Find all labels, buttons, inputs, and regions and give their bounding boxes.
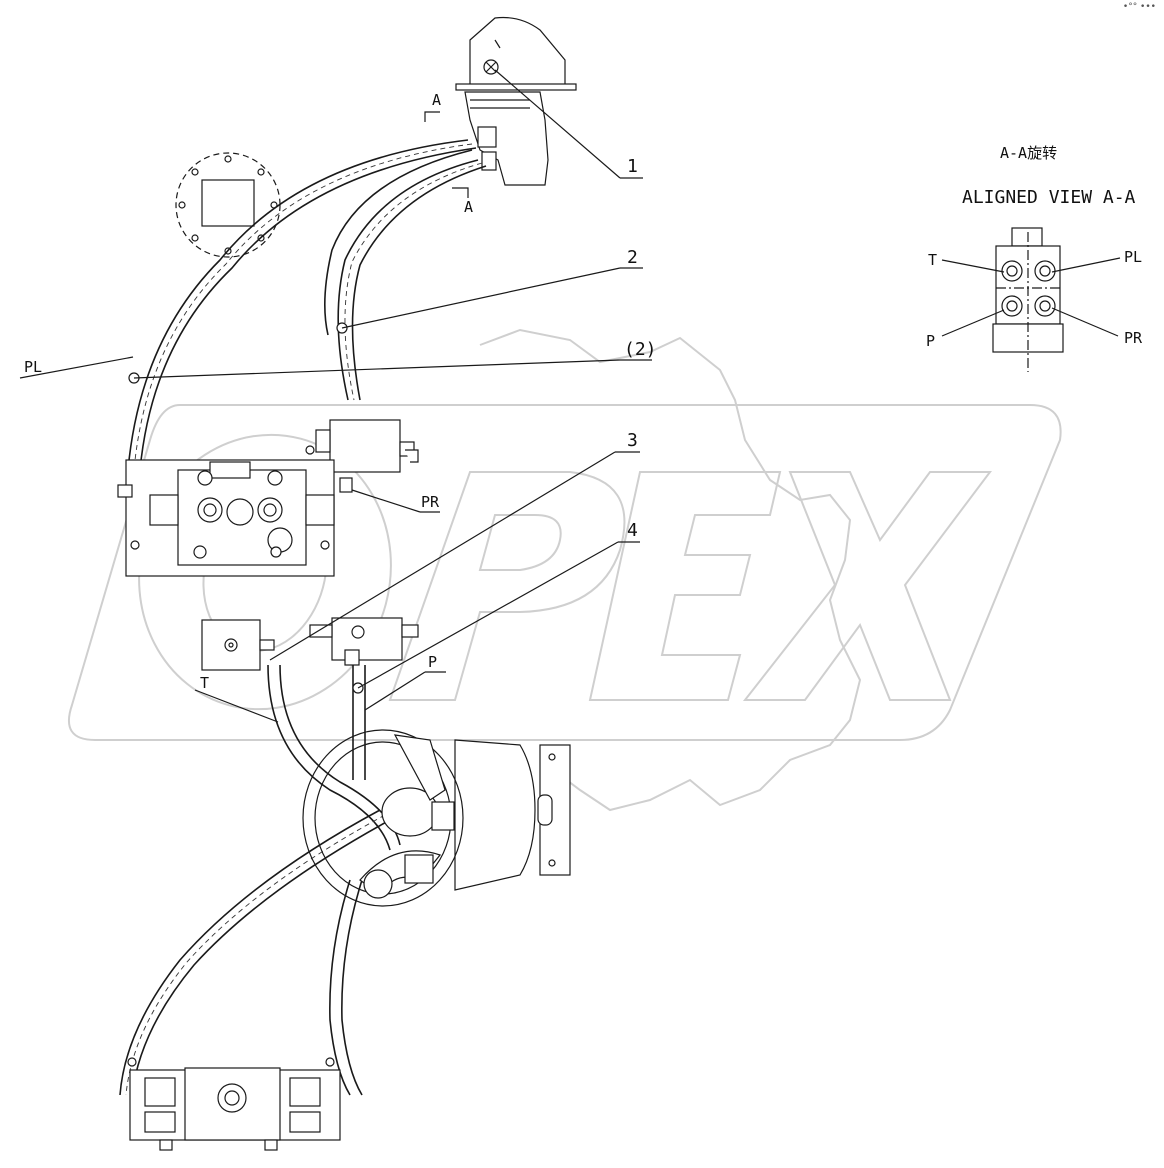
watermark-gear — [479, 328, 862, 812]
watermark-frame — [67, 404, 1062, 741]
callout-2: 2 — [336, 247, 643, 334]
steering-cylinder-assembly — [455, 16, 577, 186]
svg-text:4: 4 — [627, 520, 638, 541]
aligned-port-pl: PL — [1051, 248, 1142, 273]
steering-wheel — [302, 729, 464, 907]
svg-text:A: A — [432, 91, 441, 109]
callout-2b: (2) — [128, 339, 657, 384]
svg-text:PR: PR — [1124, 329, 1143, 347]
svg-text:3: 3 — [627, 430, 638, 451]
hose-pl — [127, 139, 477, 471]
relief-block — [201, 619, 275, 671]
svg-text:T: T — [200, 674, 209, 692]
callout-3: 3 — [269, 430, 640, 661]
aligned-view-title-en: ALIGNED VIEW A-A — [962, 187, 1136, 208]
section-marker-top: A — [424, 91, 441, 122]
callout-1: 1 — [494, 69, 643, 179]
hose-t — [267, 664, 401, 851]
aligned-port-t: T — [928, 251, 1005, 273]
aligned-port-p: P — [926, 309, 1005, 350]
flow-valve — [309, 617, 419, 666]
svg-text:1: 1 — [627, 156, 638, 177]
aligned-port-pr: PR — [1051, 307, 1143, 347]
svg-text:A: A — [464, 198, 473, 216]
steering-unit — [454, 739, 571, 891]
svg-text:2: 2 — [627, 247, 638, 268]
label-pl: PL — [19, 356, 134, 379]
svg-text:PR: PR — [421, 493, 440, 511]
watermark-letter-x — [742, 471, 993, 701]
tank-flange — [175, 152, 281, 258]
label-t: T — [194, 674, 279, 723]
main-control-valve — [117, 459, 353, 577]
label-pr: PR — [351, 489, 440, 513]
svg-text:PL: PL — [1124, 248, 1142, 266]
aligned-view: A-A旋转 ALIGNED VIEW A-A T PL P PR — [926, 144, 1143, 372]
aligned-view-title-cn: A-A旋转 — [1000, 144, 1057, 162]
priority-valve-top — [305, 419, 419, 473]
svg-text:P: P — [428, 653, 437, 671]
hose-lower-left — [119, 809, 391, 1096]
watermark-letter-p — [388, 471, 626, 701]
callout-4: 4 — [352, 520, 640, 694]
label-p: P — [364, 653, 446, 711]
hose-upper-right — [324, 149, 487, 401]
watermark-letter-e — [588, 471, 782, 701]
section-marker-bottom: A — [452, 187, 473, 216]
svg-text:P: P — [926, 332, 935, 350]
svg-text:(2): (2) — [624, 339, 657, 360]
svg-text:T: T — [928, 251, 937, 269]
hose-lower-right — [329, 879, 363, 1096]
bottom-valve-block — [127, 1057, 341, 1151]
svg-text:PL: PL — [24, 358, 42, 376]
hose-p — [352, 665, 366, 780]
corner-mark: •°° ••• — [1122, 2, 1156, 12]
